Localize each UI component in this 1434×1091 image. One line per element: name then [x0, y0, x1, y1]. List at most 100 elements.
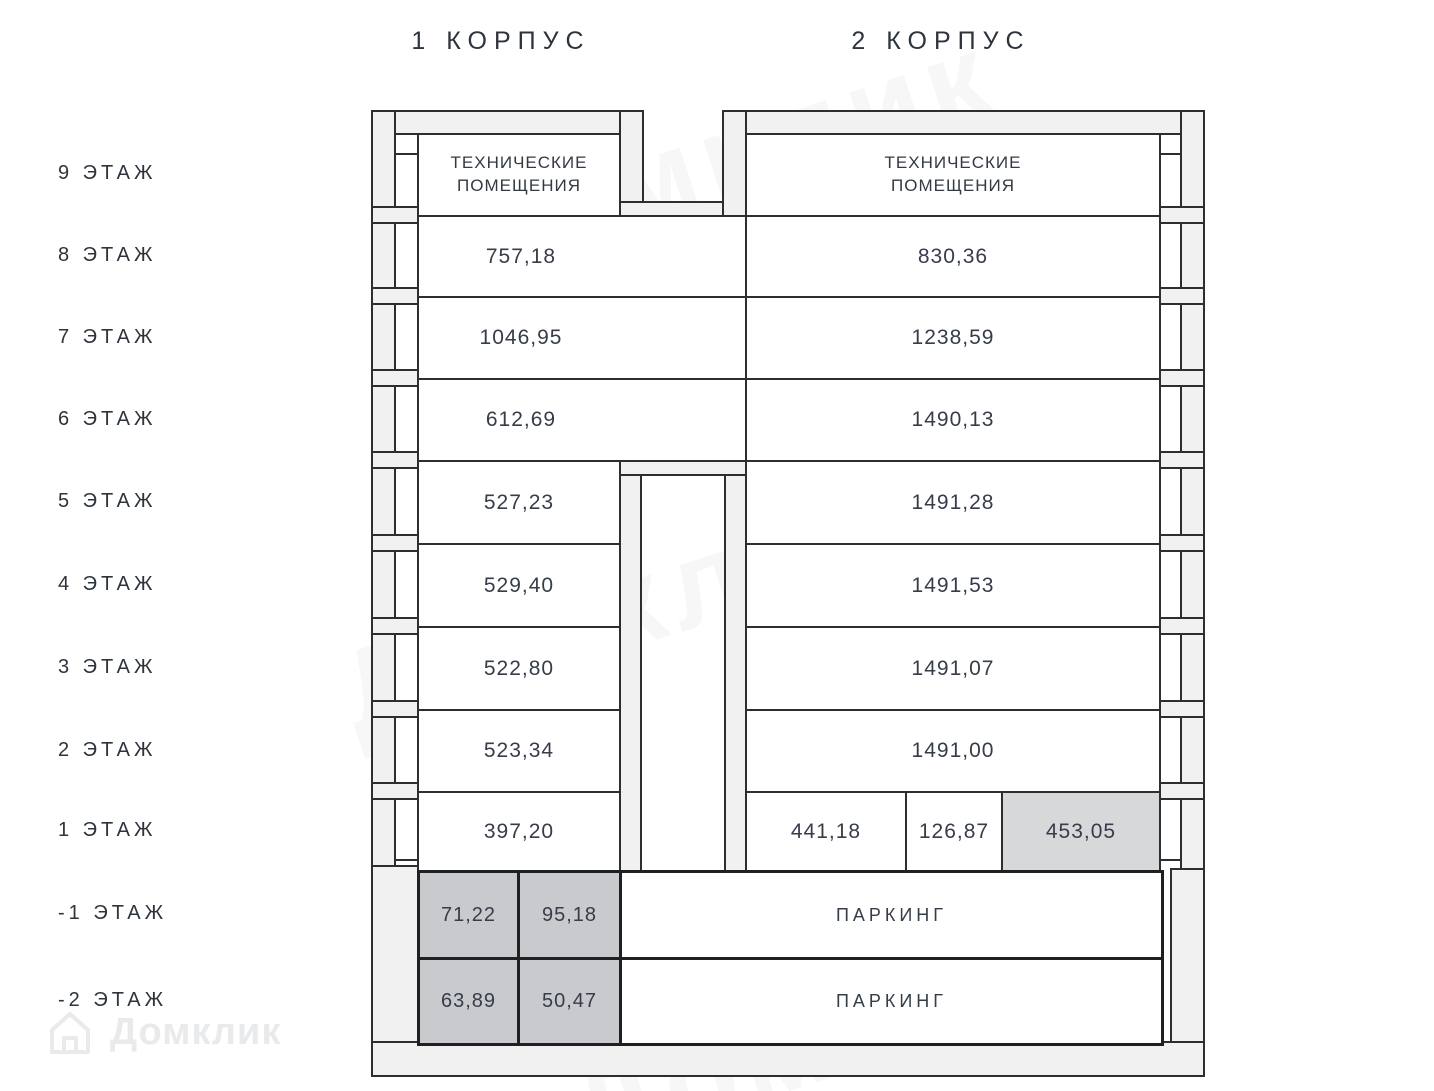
- cell-building2-floor3-value: 1491,07: [911, 656, 995, 680]
- balcony-cell-right: [1159, 633, 1182, 704]
- balcony-cell-right: [1159, 550, 1182, 621]
- cell-building2-floor1-a-value: 441,18: [790, 819, 862, 843]
- cell-building1-floor1[interactable]: 397,20: [417, 791, 621, 872]
- cell-parking-m2-value: ПАРКИНГ: [835, 991, 948, 1011]
- balcony-cell-left: [394, 550, 419, 621]
- cell-building2-floor8[interactable]: 830,36: [745, 215, 1161, 298]
- cell-building1-floor3[interactable]: 522,80: [417, 626, 621, 711]
- wall-segment: [371, 1041, 1205, 1077]
- building2-title: 2 КОРПУС: [851, 27, 1031, 55]
- cell-building1-floor6[interactable]: 612,69: [417, 378, 747, 462]
- cell-building2-floor7-value: 1238,59: [911, 326, 995, 349]
- cell-building2-floor5-value: 1491,28: [911, 490, 995, 514]
- balcony-cell-left: [394, 467, 419, 538]
- cell-building2-floor3[interactable]: 1491,07: [745, 626, 1161, 711]
- cell-building2-floor2[interactable]: 1491,00: [745, 709, 1161, 793]
- floor-label-4: 4 ЭТАЖ: [58, 573, 157, 595]
- wall-connector-left: [371, 206, 419, 224]
- building1-title: 1 КОРПУС: [411, 27, 591, 55]
- cell-building2-floor4-value: 1491,53: [911, 573, 995, 597]
- cell-building1-floor-m1-b-value: 95,18: [541, 903, 598, 926]
- balcony-cell-right: [1159, 303, 1182, 373]
- cell-building1-floor-m1-a[interactable]: 71,22: [417, 870, 520, 960]
- cell-building1-floor8[interactable]: 757,18: [417, 215, 747, 298]
- wall-segment: [722, 110, 1205, 135]
- balcony-cell-right: [1159, 716, 1182, 786]
- cell-building1-floor6-value: 612,69: [485, 408, 557, 431]
- balcony-cell-left: [394, 385, 419, 455]
- cell-building1-floor8-value: 757,18: [485, 244, 557, 268]
- cell-building1-floor-m2-b-value: 50,47: [541, 990, 598, 1012]
- cell-building2-floor7[interactable]: 1238,59: [745, 296, 1161, 380]
- cell-building2-floor9-tech[interactable]: ТЕХНИЧЕСКИЕ ПОМЕЩЕНИЯ: [745, 133, 1161, 217]
- floor-label-3: 3 ЭТАЖ: [58, 656, 157, 678]
- floor-label-m1: -1 ЭТАЖ: [58, 902, 168, 924]
- cell-building2-floor2-value: 1491,00: [911, 739, 995, 762]
- cell-building2-floor9-tech-value: ТЕХНИЧЕСКИЕ ПОМЕЩЕНИЯ: [884, 153, 1022, 195]
- floor-label-9: 9 ЭТАЖ: [58, 161, 157, 184]
- floor-label-m2: -2 ЭТАЖ: [58, 988, 168, 1011]
- wall-segment: [722, 110, 747, 217]
- wall-connector-right: [1159, 782, 1205, 800]
- floor-label-8: 8 ЭТАЖ: [58, 244, 157, 266]
- cell-building2-floor6[interactable]: 1490,13: [745, 378, 1161, 462]
- wall-connector-left: [371, 534, 419, 552]
- wall-connector-right: [1159, 206, 1205, 224]
- cell-building1-floor5[interactable]: 527,23: [417, 460, 621, 545]
- wall-connector-right: [1159, 700, 1205, 718]
- cell-building2-floor1-b-value: 126,87: [918, 819, 990, 843]
- domclick-logo-icon: [44, 1006, 96, 1058]
- brand-watermark: Домклик: [44, 1006, 281, 1058]
- cell-parking-m2[interactable]: ПАРКИНГ: [619, 957, 1164, 1046]
- wall-connector-left: [371, 451, 419, 469]
- cell-building1-floor7[interactable]: 1046,95: [417, 296, 747, 380]
- wall-connector-left: [371, 782, 419, 800]
- cell-building2-floor6-value: 1490,13: [911, 408, 995, 431]
- wall-segment: [724, 474, 747, 872]
- cell-building2-floor4[interactable]: 1491,53: [745, 543, 1161, 628]
- cell-parking-m1[interactable]: ПАРКИНГ: [619, 870, 1164, 960]
- balcony-cell-right: [1159, 153, 1182, 210]
- wall-connector-right: [1159, 534, 1205, 552]
- wall-segment: [619, 110, 644, 203]
- wall-connector-left: [371, 369, 419, 387]
- floor-label-6: 6 ЭТАЖ: [58, 407, 157, 430]
- wall-connector-left: [371, 617, 419, 635]
- floor-label-5: 5 ЭТАЖ: [58, 490, 157, 512]
- cell-building1-floor5-value: 527,23: [483, 490, 555, 514]
- floor-label-2: 2 ЭТАЖ: [58, 738, 157, 761]
- floor-label-7: 7 ЭТАЖ: [58, 325, 157, 348]
- cell-building1-floor4-value: 529,40: [483, 573, 555, 597]
- cell-building1-floor4[interactable]: 529,40: [417, 543, 621, 628]
- wall-connector-right: [1159, 617, 1205, 635]
- brand-watermark-text: Домклик: [110, 1010, 282, 1053]
- floor-label-1: 1 ЭТАЖ: [58, 819, 157, 841]
- cell-building2-floor1-b[interactable]: 126,87: [905, 791, 1003, 872]
- cell-building1-floor7-value: 1046,95: [479, 326, 563, 349]
- cell-building1-floor-m2-a[interactable]: 63,89: [417, 957, 520, 1046]
- balcony-cell-right: [1159, 385, 1182, 455]
- cell-building2-floor1-c[interactable]: 453,05: [1001, 791, 1161, 872]
- cell-building2-floor5[interactable]: 1491,28: [745, 460, 1161, 545]
- cell-building1-floor9-tech[interactable]: ТЕХНИЧЕСКИЕ ПОМЕЩЕНИЯ: [417, 133, 621, 217]
- cell-building2-floor8-value: 830,36: [917, 244, 989, 268]
- wall-connector-right: [1159, 287, 1205, 305]
- wall-connector-right: [1159, 451, 1205, 469]
- cell-building1-floor2[interactable]: 523,34: [417, 709, 621, 793]
- cell-building1-floor-m1-a-value: 71,22: [440, 903, 497, 926]
- cell-building1-floor-m2-b[interactable]: 50,47: [517, 957, 622, 1046]
- balcony-cell-left: [394, 798, 419, 861]
- balcony-cell-right: [1159, 798, 1182, 861]
- cell-building2-floor1-c-value: 453,05: [1045, 819, 1117, 843]
- wall-connector-left: [371, 287, 419, 305]
- balcony-cell-left: [394, 153, 419, 210]
- balcony-cell-right: [1159, 467, 1182, 538]
- wall-connector-left: [371, 700, 419, 718]
- balcony-cell-left: [394, 222, 419, 291]
- cell-building1-floor-m1-b[interactable]: 95,18: [517, 870, 622, 960]
- cell-building2-floor1-a[interactable]: 441,18: [745, 791, 907, 872]
- balcony-cell-left: [394, 716, 419, 786]
- cell-building1-floor9-tech-value: ТЕХНИЧЕСКИЕ ПОМЕЩЕНИЯ: [450, 153, 588, 195]
- wall-connector-right: [1159, 369, 1205, 387]
